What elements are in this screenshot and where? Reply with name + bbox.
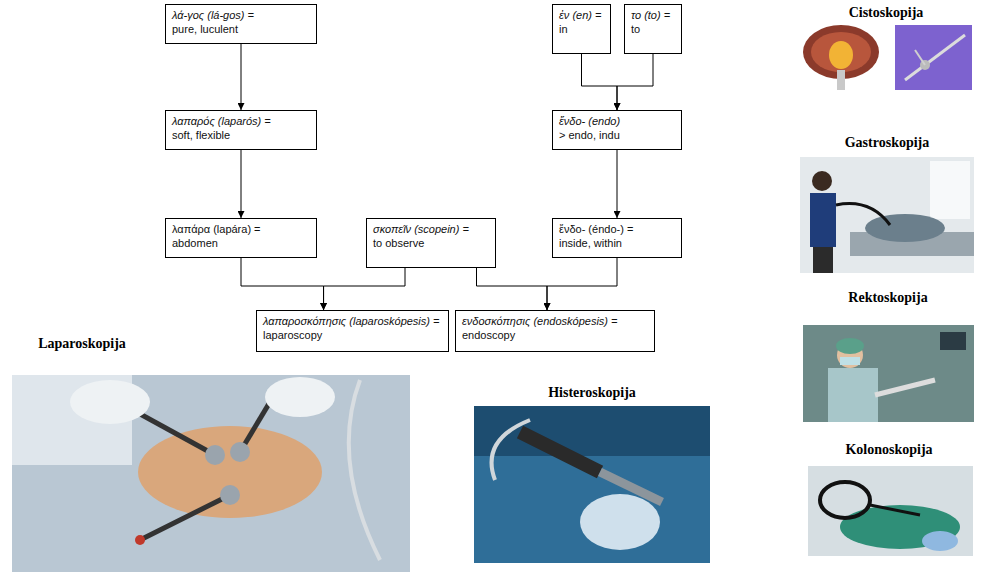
greek-term: ἔνδο- (éndo-) = bbox=[559, 222, 675, 236]
laparoscopy-photo bbox=[12, 375, 410, 572]
doctor-head bbox=[812, 171, 832, 191]
photo-label: Cistoskopija bbox=[806, 4, 966, 21]
trocar-instrument bbox=[140, 495, 230, 540]
term-meaning: in bbox=[559, 22, 604, 36]
etymology-box: λαπαροσκόπησις (laparoskópesis) =laparos… bbox=[256, 310, 449, 352]
term-meaning: inside, within bbox=[559, 236, 675, 250]
photo-ground bbox=[803, 325, 974, 422]
photo-label: Gastroskopija bbox=[807, 134, 967, 151]
rectoscopy-photo bbox=[803, 325, 974, 422]
term-meaning: > endo, indu bbox=[559, 128, 675, 142]
photo-label: Laparoskopija bbox=[2, 335, 162, 352]
connector-arrow bbox=[617, 54, 653, 110]
gloved-hand bbox=[70, 380, 150, 424]
photo-ground bbox=[808, 466, 973, 556]
connector-arrow bbox=[617, 150, 618, 218]
etymology-box: το (to) =to bbox=[624, 4, 682, 54]
monitor bbox=[940, 332, 966, 350]
hysteroscope-body bbox=[520, 432, 600, 472]
photo-ground bbox=[803, 25, 880, 90]
hysteroscopy-photo bbox=[474, 406, 710, 563]
doctor-mask bbox=[840, 357, 860, 365]
instrument-port bbox=[915, 50, 925, 65]
term-meaning: to observe bbox=[373, 236, 489, 250]
greek-term: λαπαροσκόπησις (laparoskópesis) = bbox=[263, 314, 442, 328]
connector-arrow bbox=[241, 150, 242, 218]
doctor-cap bbox=[836, 338, 864, 354]
photo-ground bbox=[12, 375, 410, 572]
photo-ground bbox=[800, 157, 974, 273]
bladder-inner bbox=[811, 32, 871, 72]
greek-term: ἔνδο- (endo) bbox=[559, 114, 675, 128]
gastroscope-tube bbox=[836, 204, 890, 225]
term-meaning: abdomen bbox=[172, 236, 310, 250]
term-meaning: soft, flexible bbox=[172, 128, 310, 142]
gloved-hand bbox=[922, 531, 958, 551]
etymology-box: σκοπεῖν (scopein) =to observe bbox=[366, 218, 496, 268]
etymology-box: λαπαρός (laparós) =soft, flexible bbox=[165, 110, 317, 150]
colonoscope-coil bbox=[820, 482, 870, 518]
photo-ground bbox=[474, 406, 710, 563]
gloved-hand bbox=[580, 494, 660, 550]
colonoscopy-photo bbox=[808, 466, 973, 556]
etymology-box: ενδοσκόπησις (endoskópesis) =endoscopy bbox=[455, 310, 655, 352]
scope-tube bbox=[837, 70, 845, 90]
connector-arrow bbox=[241, 44, 242, 110]
cable bbox=[349, 380, 380, 560]
trocar-port bbox=[205, 445, 225, 465]
connector-arrow bbox=[324, 268, 405, 310]
patient bbox=[865, 214, 945, 242]
term-meaning: laparoscopy bbox=[263, 328, 442, 342]
term-meaning: pure, luculent bbox=[172, 22, 310, 36]
trocar-port bbox=[220, 485, 240, 505]
abdomen bbox=[138, 426, 322, 518]
greek-term: λά-γος (lá-gos) = bbox=[172, 8, 310, 22]
term-meaning: endoscopy bbox=[462, 328, 648, 342]
cystoscope-photo bbox=[895, 25, 972, 90]
trocar-port bbox=[230, 442, 250, 462]
etymology-box: ἔνδο- (éndo-) =inside, within bbox=[552, 218, 682, 258]
cystoscopy-organ-photo bbox=[803, 25, 880, 90]
window bbox=[930, 161, 970, 219]
photo-label: Kolonoskopija bbox=[809, 441, 969, 458]
greek-term: το (to) = bbox=[631, 8, 675, 22]
photo-ground bbox=[895, 25, 972, 90]
etymology-box: ἐν (en) =in bbox=[552, 4, 611, 54]
greek-term: λαπαρός (laparós) = bbox=[172, 114, 310, 128]
connector-arrow bbox=[241, 258, 324, 310]
doctor-body bbox=[810, 193, 836, 247]
connector-arrow bbox=[547, 258, 617, 310]
gastroscopy-photo bbox=[800, 157, 974, 273]
instrument-shaft bbox=[905, 35, 965, 80]
photo-label: Histeroskopija bbox=[512, 384, 672, 401]
greek-term: ἐν (en) = bbox=[559, 8, 604, 22]
etymology-box: λαπάρα (lapára) =abdomen bbox=[165, 218, 317, 258]
doctor-gown bbox=[828, 368, 878, 422]
gloved-hand bbox=[265, 377, 335, 417]
connector-arrow bbox=[477, 268, 548, 310]
greek-term: ενδοσκόπησις (endoskópesis) = bbox=[462, 314, 648, 328]
scope-light bbox=[829, 41, 853, 69]
doctor-legs bbox=[813, 247, 833, 273]
instrument-tip bbox=[135, 535, 145, 545]
greek-term: σκοπεῖν (scopein) = bbox=[373, 222, 489, 236]
colonoscope-tube bbox=[870, 505, 920, 515]
connector-arrow bbox=[582, 54, 618, 110]
term-meaning: to bbox=[631, 22, 675, 36]
photo-label: Rektoskopija bbox=[808, 289, 968, 306]
greek-term: λαπάρα (lapára) = bbox=[172, 222, 310, 236]
etymology-box: λά-γος (lá-gos) =pure, luculent bbox=[165, 4, 317, 44]
etymology-box: ἔνδο- (endo)> endo, indu bbox=[552, 110, 682, 150]
rectoscope bbox=[875, 380, 935, 395]
